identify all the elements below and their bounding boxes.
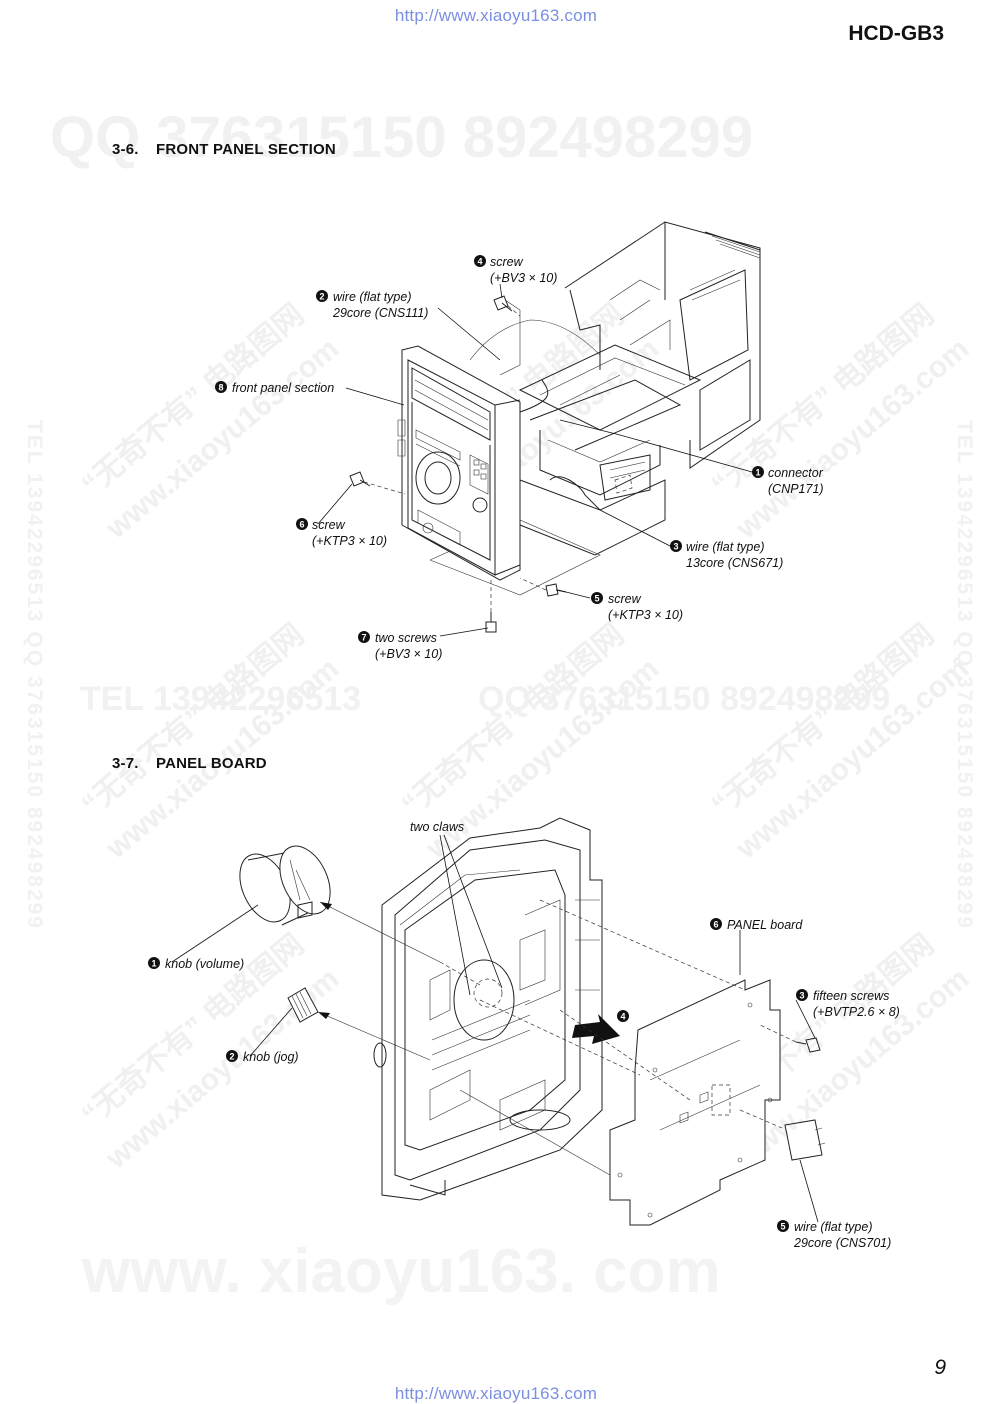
callout-panel-board-6: 6 PANEL board bbox=[710, 918, 803, 932]
svg-text:two claws: two claws bbox=[410, 820, 464, 834]
model-number: HCD-GB3 bbox=[848, 22, 944, 45]
page-number: 9 bbox=[934, 1356, 946, 1379]
section-heading-front-panel: 3-6. FRONT PANEL SECTION bbox=[112, 141, 336, 158]
volume-knob-illustration bbox=[239, 845, 331, 926]
svg-text:4: 4 bbox=[620, 1012, 625, 1022]
svg-text:wire (flat type): wire (flat type) bbox=[333, 290, 412, 304]
svg-text:29core (CNS111): 29core (CNS111) bbox=[332, 306, 428, 320]
svg-text:front panel section: front panel section bbox=[232, 381, 334, 395]
chassis-illustration bbox=[429, 221, 761, 596]
svg-text:2: 2 bbox=[319, 292, 324, 302]
svg-text:13core (CNS671): 13core (CNS671) bbox=[686, 556, 783, 570]
jog-knob-illustration bbox=[287, 987, 319, 1023]
callout-knob-jog-2: 2 knob (jog) bbox=[226, 1050, 299, 1064]
svg-text:6: 6 bbox=[713, 920, 718, 930]
screw-icon bbox=[485, 612, 497, 633]
section-heading-panel-board: 3-7. PANEL BOARD bbox=[112, 755, 267, 772]
watermark-qq-top: QQ 376315150 892498299 bbox=[50, 105, 754, 170]
callout-step-4: 4 bbox=[617, 1010, 629, 1022]
watermark-site-bottom: www. xiaoyu163. com bbox=[82, 1237, 721, 1306]
svg-text:(+BV3 × 10): (+BV3 × 10) bbox=[490, 271, 557, 285]
section-title: FRONT PANEL SECTION bbox=[156, 141, 336, 158]
svg-text:screw: screw bbox=[490, 255, 524, 269]
svg-text:5: 5 bbox=[780, 1222, 785, 1232]
watermark-qq-mid: QQ 376315150 892498299 bbox=[478, 680, 891, 718]
panel-board-illustration bbox=[609, 979, 826, 1226]
svg-text:knob (volume): knob (volume) bbox=[165, 957, 244, 971]
svg-text:(+KTP3 × 10): (+KTP3 × 10) bbox=[312, 534, 387, 548]
screw-icon bbox=[349, 471, 371, 487]
screw-icon bbox=[545, 583, 567, 597]
svg-text:(+BV3 × 10): (+BV3 × 10) bbox=[375, 647, 442, 661]
front-panel-illustration bbox=[397, 345, 521, 581]
removal-arrow-icon bbox=[572, 1014, 620, 1044]
svg-text:wire (flat type): wire (flat type) bbox=[686, 540, 765, 554]
screw-icon bbox=[795, 1037, 821, 1053]
callout-wire-3: 3 wire (flat type) 13core (CNS671) bbox=[670, 540, 783, 570]
svg-text:29core (CNS701): 29core (CNS701) bbox=[793, 1236, 891, 1250]
svg-text:PANEL board: PANEL board bbox=[727, 918, 803, 932]
section-number: 3-6. bbox=[112, 141, 139, 158]
svg-text:3: 3 bbox=[673, 542, 678, 552]
section-number: 3-7. bbox=[112, 755, 139, 772]
callout-front-panel-8: 8 front panel section bbox=[215, 381, 334, 395]
svg-text:1: 1 bbox=[151, 959, 156, 969]
svg-text:(CNP171): (CNP171) bbox=[768, 482, 824, 496]
source-url-bottom[interactable]: http://www.xiaoyu163.com bbox=[394, 1384, 598, 1403]
svg-text:wire (flat type): wire (flat type) bbox=[794, 1220, 873, 1234]
svg-text:two screws: two screws bbox=[375, 631, 437, 645]
callout-wire-2: 2 wire (flat type) 29core (CNS111) bbox=[316, 290, 428, 320]
svg-text:4: 4 bbox=[477, 257, 482, 267]
svg-text:connector: connector bbox=[768, 466, 824, 480]
callout-screw-6: 6 screw (+KTP3 × 10) bbox=[296, 518, 387, 548]
svg-text:8: 8 bbox=[218, 383, 223, 393]
svg-text:7: 7 bbox=[361, 633, 366, 643]
panel-housing-illustration bbox=[373, 817, 603, 1201]
svg-text:fifteen screws: fifteen screws bbox=[813, 989, 889, 1003]
svg-text:screw: screw bbox=[608, 592, 642, 606]
watermark-tel-mid: TEL 13942296513 bbox=[80, 680, 362, 718]
callout-connector-1: 1 connector (CNP171) bbox=[752, 466, 824, 496]
callout-wire-5: 5 wire (flat type) 29core (CNS701) bbox=[777, 1220, 891, 1250]
svg-text:6: 6 bbox=[299, 520, 304, 530]
callout-two-claws: two claws bbox=[410, 820, 464, 834]
svg-text:5: 5 bbox=[594, 594, 599, 604]
svg-text:3: 3 bbox=[799, 991, 804, 1001]
section-title: PANEL BOARD bbox=[156, 755, 267, 772]
svg-text:screw: screw bbox=[312, 518, 346, 532]
callout-screws-7: 7 two screws (+BV3 × 10) bbox=[358, 631, 442, 661]
callout-knob-volume-1: 1 knob (volume) bbox=[148, 957, 244, 971]
source-url-top[interactable]: http://www.xiaoyu163.com bbox=[394, 6, 598, 25]
svg-text:(+KTP3 × 10): (+KTP3 × 10) bbox=[608, 608, 683, 622]
svg-text:(+BVTP2.6 × 8): (+BVTP2.6 × 8) bbox=[813, 1005, 900, 1019]
callout-fifteen-screws-3: 3 fifteen screws (+BVTP2.6 × 8) bbox=[796, 989, 900, 1019]
screw-icon bbox=[493, 295, 513, 312]
svg-text:2: 2 bbox=[229, 1052, 234, 1062]
callout-screw-5: 5 screw (+KTP3 × 10) bbox=[591, 592, 683, 622]
svg-text:knob (jog): knob (jog) bbox=[243, 1050, 299, 1064]
callout-screw-4: 4 screw (+BV3 × 10) bbox=[474, 255, 557, 285]
svg-text:1: 1 bbox=[755, 468, 760, 478]
